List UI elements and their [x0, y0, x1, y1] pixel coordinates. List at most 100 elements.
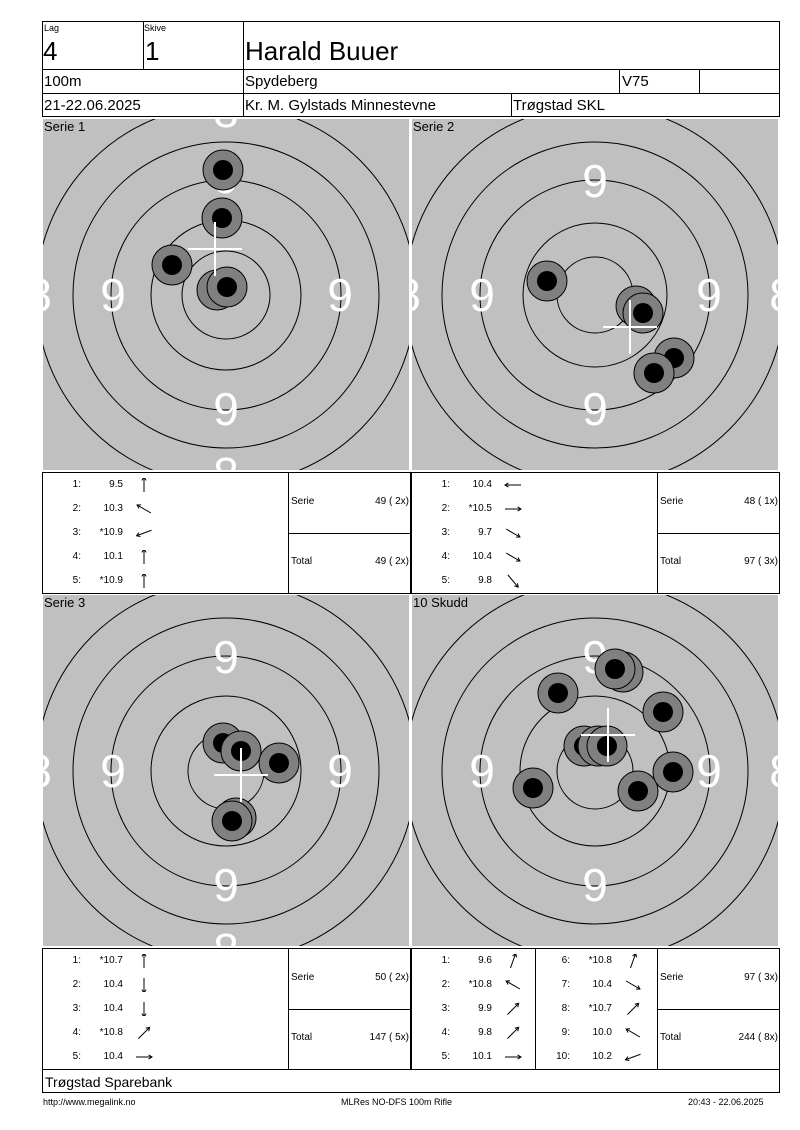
lag-value: 4	[43, 36, 58, 66]
place: Spydeberg	[245, 73, 318, 90]
ring-edge-label: 8	[213, 448, 239, 470]
serie-label: Serie	[291, 972, 315, 983]
direction-arrow-icon	[136, 1054, 153, 1060]
shot-center	[217, 277, 237, 297]
serie-label: Serie	[291, 496, 315, 507]
direction-arrow-icon	[505, 552, 521, 562]
target-ring	[150, 695, 302, 847]
distance: 100m	[44, 73, 82, 90]
shot-direction	[134, 476, 154, 493]
direction-arrow-icon	[141, 476, 147, 493]
ring-edge-label: 8	[769, 269, 778, 321]
target-ring	[522, 222, 668, 368]
direction-arrow-icon	[509, 952, 518, 969]
shot-number: 10:	[556, 1051, 570, 1062]
target-svg: 999988	[412, 119, 778, 470]
shot-number: 9:	[561, 1027, 570, 1038]
shot-score: 10.2	[592, 1051, 612, 1062]
divider	[657, 533, 779, 534]
lag-label: Lag	[44, 23, 60, 33]
shot-score: 10.4	[103, 1051, 123, 1062]
shot-number: 3:	[72, 527, 81, 538]
target-svg: 9999888	[43, 119, 409, 470]
shot-number: 2:	[441, 979, 450, 990]
shot-number: 1:	[72, 479, 81, 490]
serie-score: 97 ( 3x)	[744, 972, 778, 983]
shot-number: 6:	[561, 955, 570, 966]
shot-score: *10.8	[588, 955, 612, 966]
direction-arrow-icon	[504, 482, 521, 488]
panel-title: Serie 1	[44, 119, 86, 134]
ring-edge-label: 8	[43, 745, 52, 797]
target-ring	[110, 655, 342, 887]
shot-direction	[134, 502, 154, 516]
shot-center	[663, 762, 683, 782]
ring-edge-label: 8	[769, 745, 778, 797]
class: V75	[622, 73, 649, 90]
direction-arrow-icon	[506, 1002, 520, 1016]
shot-number: 2:	[72, 979, 81, 990]
direction-arrow-icon	[625, 980, 641, 990]
shot-direction	[503, 574, 523, 588]
panel-title: 10 Skudd	[413, 595, 468, 610]
ring-number-label: 9	[582, 859, 608, 911]
shot-direction	[503, 1050, 523, 1064]
shot-score: 10.0	[592, 1027, 612, 1038]
direction-arrow-icon	[141, 548, 147, 565]
ring-edge-label: 8	[213, 924, 239, 946]
sponsor-box: Trøgstad Sparebank	[42, 1069, 780, 1093]
shot-number: 3:	[72, 1003, 81, 1014]
direction-arrow-icon	[141, 977, 147, 994]
serie-score: 49 ( 2x)	[375, 496, 409, 507]
skive-value: 1	[145, 36, 160, 66]
direction-arrow-icon	[506, 1026, 520, 1040]
panel-title: Serie 3	[44, 595, 86, 610]
shot-center	[605, 659, 625, 679]
target-serie-1: 9999888 Serie 1	[43, 119, 409, 470]
serie-score: 50 ( 2x)	[375, 972, 409, 983]
footer-program: MLRes NO-DFS 100m Rifle	[341, 1097, 453, 1107]
shot-number: 4:	[72, 551, 81, 562]
shot-direction	[134, 526, 154, 540]
direction-arrow-icon	[625, 1028, 641, 1038]
serie-label: Serie	[660, 496, 684, 507]
target-ring	[441, 141, 749, 449]
shot-center	[213, 160, 233, 180]
direction-arrow-icon	[629, 952, 638, 969]
shot-score: *10.9	[99, 575, 123, 586]
shot-center	[537, 271, 557, 291]
shot-score: 9.9	[478, 1003, 492, 1014]
shot-number: 2:	[441, 503, 450, 514]
total-score: 147 ( 5x)	[369, 1032, 409, 1043]
shot-number: 4:	[441, 551, 450, 562]
target-serie-2: 999988 Serie 2	[412, 119, 778, 470]
shot-center	[633, 303, 653, 323]
shot-center	[653, 702, 673, 722]
target-background	[43, 595, 409, 946]
direction-arrow-icon	[141, 1001, 147, 1018]
target-background	[412, 119, 778, 470]
direction-arrow-icon	[505, 528, 521, 538]
ring-number-label: 9	[327, 745, 353, 797]
shot-score: 10.4	[103, 1003, 123, 1014]
footer-url[interactable]: http://www.megalink.no	[43, 1097, 136, 1107]
ring-number-label: 9	[213, 859, 239, 911]
shot-number: 2:	[72, 503, 81, 514]
sponsor-name: Trøgstad Sparebank	[45, 1074, 173, 1090]
shot-center	[628, 781, 648, 801]
serie-label: Serie	[660, 972, 684, 983]
direction-arrow-icon	[507, 574, 519, 588]
divider	[657, 1009, 779, 1010]
shot-direction	[503, 478, 523, 492]
ring-number-label: 9	[469, 745, 495, 797]
ring-number-label: 9	[100, 269, 126, 321]
divider	[288, 1009, 410, 1010]
date: 21-22.06.2025	[44, 97, 141, 114]
shot-number: 3:	[441, 1003, 450, 1014]
ring-number-label: 9	[696, 745, 722, 797]
total-label: Total	[291, 1032, 313, 1043]
club-name: Trøgstad SKL	[513, 97, 605, 114]
shot-center	[162, 255, 182, 275]
shot-number: 3:	[441, 527, 450, 538]
